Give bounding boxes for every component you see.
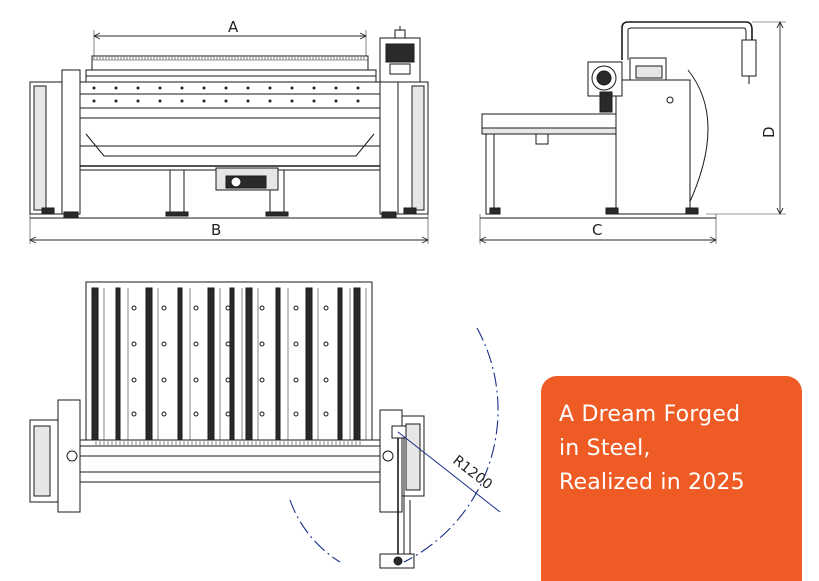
promo-line-1: A Dream Forged — [559, 402, 741, 427]
radius-label: R1200 — [450, 453, 496, 494]
promo-line-2: in Steel, — [559, 436, 651, 461]
promo-text: A Dream Forged in Steel, Realized in 202… — [559, 398, 795, 500]
dimension-c-label: C — [592, 221, 602, 239]
dimension-a-label: A — [228, 18, 239, 36]
promo-banner: A Dream Forged in Steel, Realized in 202… — [541, 376, 802, 581]
top-view: R1200 — [29, 281, 501, 569]
side-view: D C — [478, 20, 786, 244]
front-view: A — [28, 18, 430, 244]
dimension-d-label: D — [760, 126, 778, 138]
promo-line-3: Realized in 2025 — [559, 470, 745, 495]
dimension-b-label: B — [211, 221, 221, 239]
